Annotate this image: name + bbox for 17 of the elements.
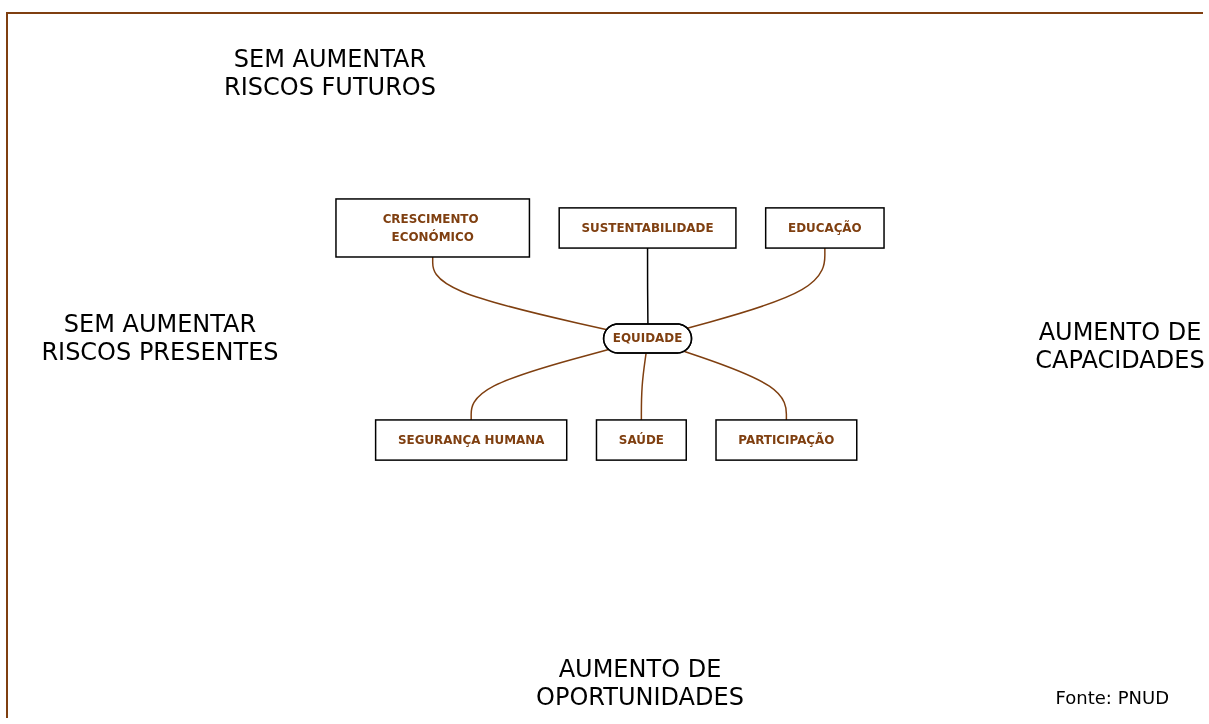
- connector: [470, 349, 610, 422]
- node-box: SUSTENTABILIDADE: [558, 207, 737, 250]
- connector: [683, 351, 788, 422]
- annotation-text: AUMENTO DE CAPACIDADES: [1034, 318, 1206, 374]
- annotation-text: SEM AUMENTAR RISCOS PRESENTES: [40, 310, 280, 366]
- connector: [646, 247, 649, 326]
- annotation-text: AUMENTO DE OPORTUNIDADES: [535, 655, 745, 711]
- node-box: SEGURANÇA HUMANA: [374, 419, 568, 462]
- connector: [686, 247, 826, 330]
- annotation-text: SEM AUMENTAR RISCOS FUTUROS: [223, 45, 437, 101]
- node-box: CRESCIMENTO ECONÓMICO: [335, 198, 531, 259]
- source-note: Fonte: PNUD: [1055, 687, 1169, 708]
- node-box: PARTICIPAÇÃO: [715, 419, 858, 462]
- connector: [640, 353, 647, 422]
- node-box: SAÚDE: [595, 419, 687, 462]
- node-box: EDUCAÇÃO: [764, 207, 885, 250]
- connector: [431, 256, 608, 331]
